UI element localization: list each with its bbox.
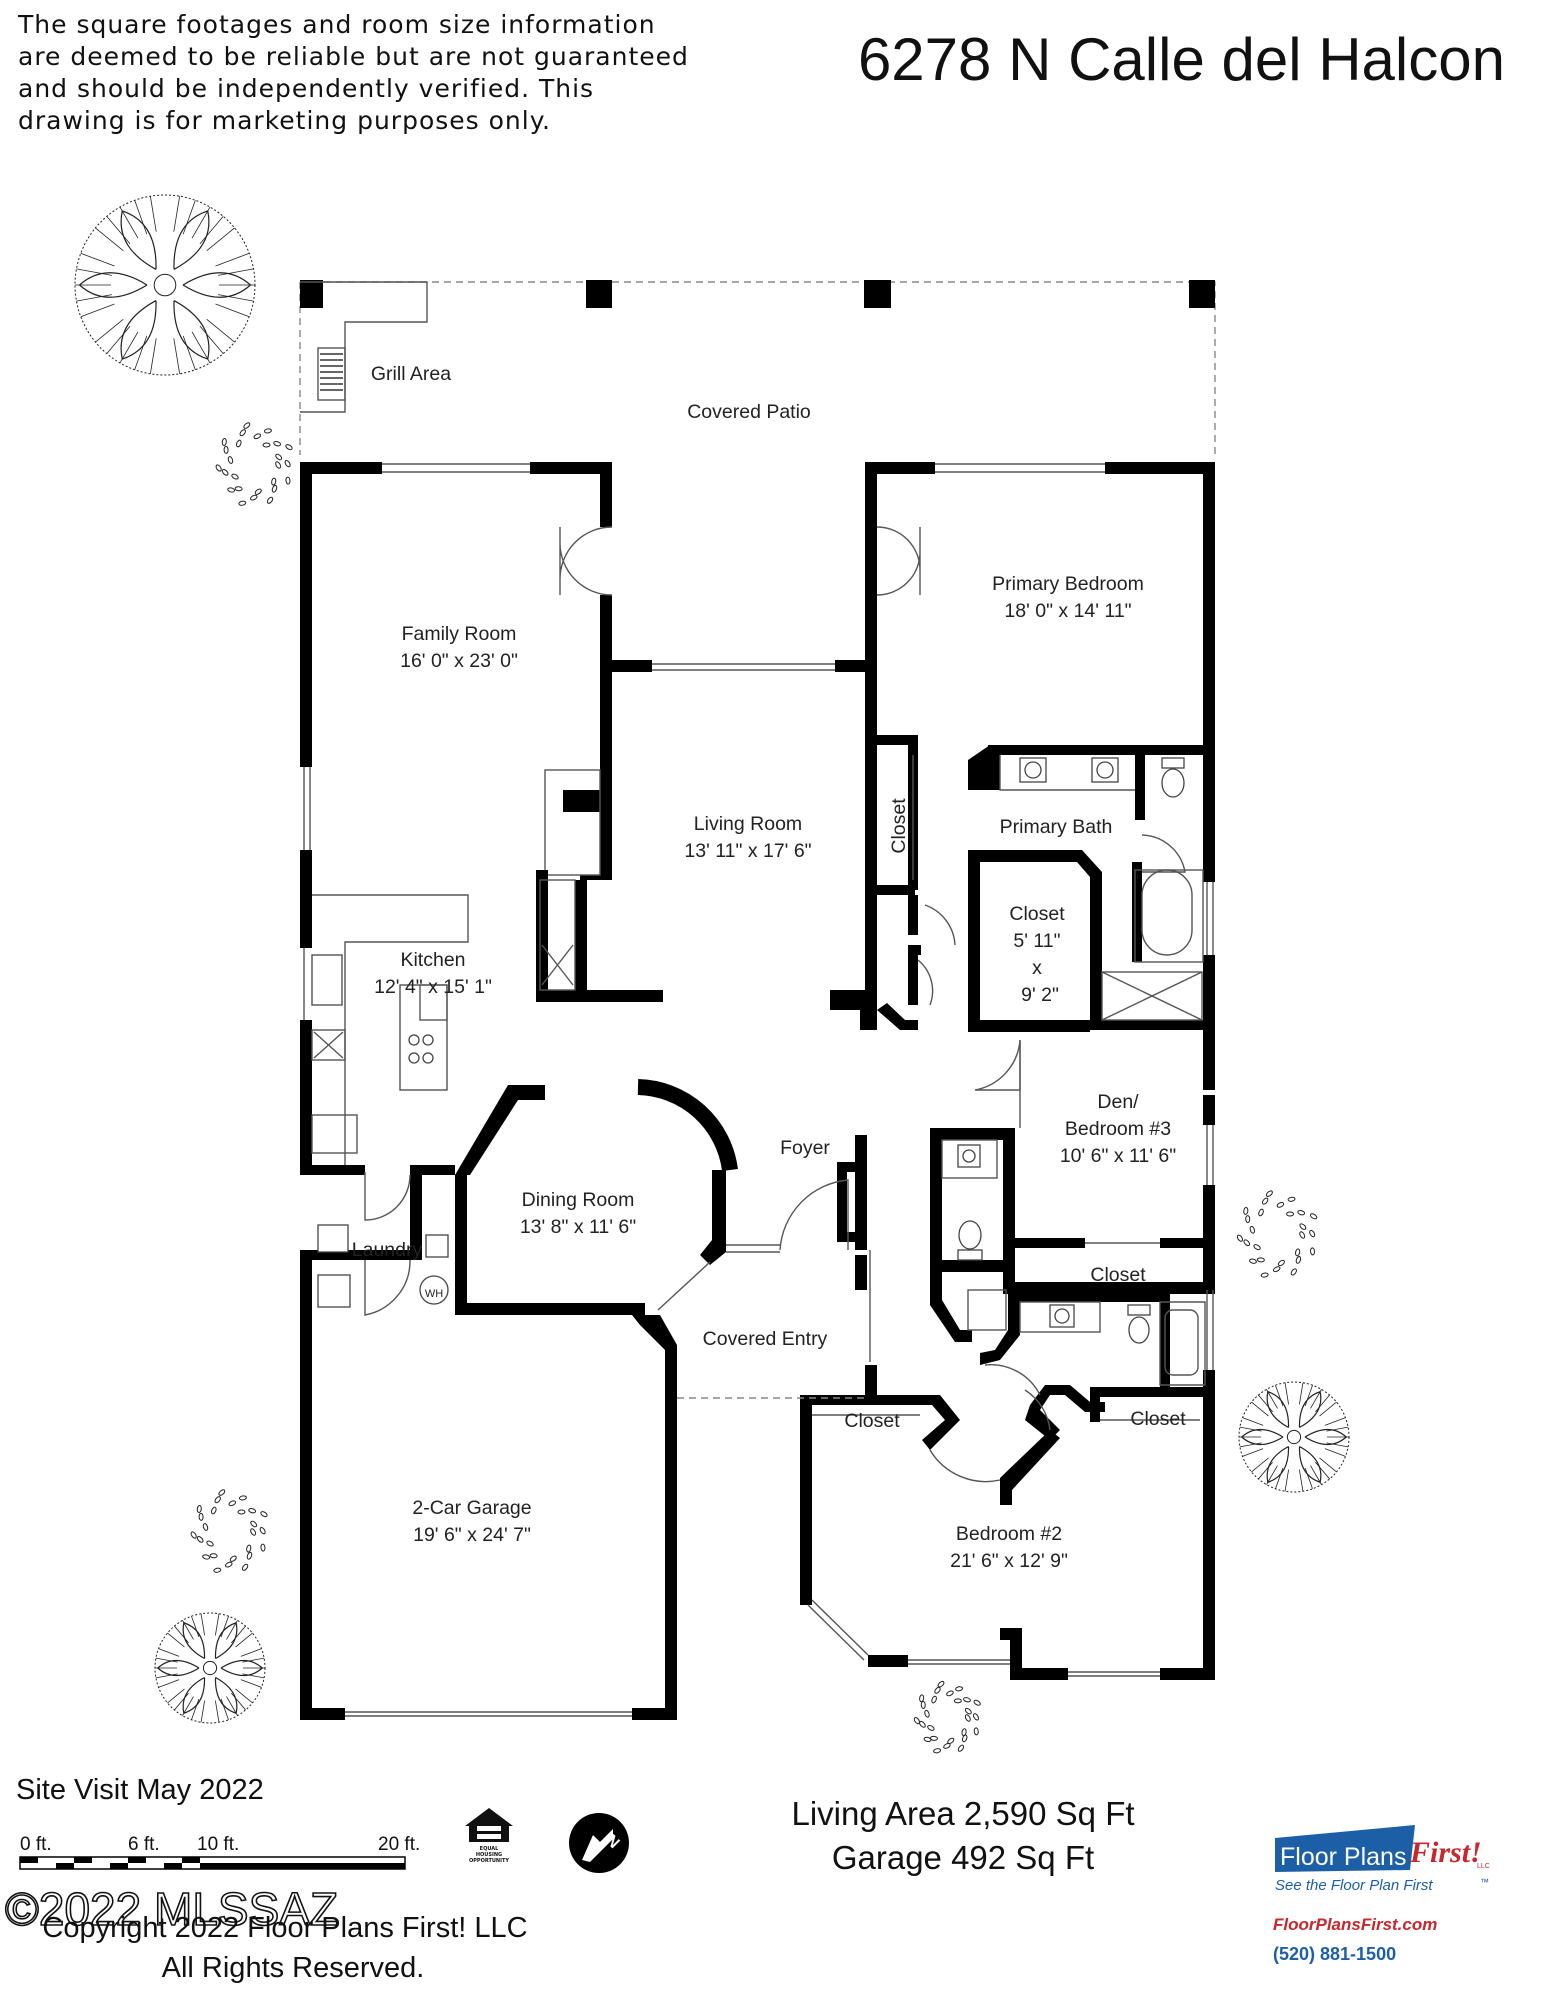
family-room-size: 16' 0" x 23' 0": [400, 650, 518, 672]
floor-plans-first-logo: Floor Plans First! LLC See the Floor Pla…: [1273, 1825, 1490, 1964]
primary-bedroom-label: Primary Bedroom: [992, 573, 1144, 595]
shrub-icon: [215, 422, 293, 506]
covered-patio-label: Covered Patio: [687, 401, 811, 423]
tree-icon: [154, 1612, 266, 1724]
laundry-label: Laundry: [352, 1239, 423, 1261]
disclaimer-line-3: and should be independently verified. Th…: [18, 74, 594, 103]
den-label-2: Bedroom #3: [1065, 1118, 1171, 1140]
scale-label-20: 20 ft.: [378, 1834, 420, 1855]
shrub-icon: [190, 1489, 268, 1573]
address-title: 6278 N Calle del Halcon: [858, 26, 1505, 93]
shrub-icon: [1236, 1190, 1318, 1278]
logo-llc: LLC: [1477, 1863, 1490, 1870]
covered-entry-label: Covered Entry: [703, 1328, 828, 1350]
scale-bar: 0 ft. 6 ft. 10 ft. 20 ft.: [19, 1834, 420, 1870]
toilet-icon: [957, 757, 1185, 1344]
stove-icon: [408, 1034, 434, 1064]
sink-icon: [311, 757, 1119, 1328]
living-room-size: 13' 11" x 17' 6": [684, 840, 811, 862]
primary-closet-dim1: 5' 11": [1013, 930, 1060, 952]
garage-label: 2-Car Garage: [412, 1497, 531, 1519]
logo-phone: (520) 881-1500: [1273, 1944, 1396, 1964]
scale-label-6: 6 ft.: [128, 1834, 160, 1855]
fixtures: [311, 757, 1185, 1344]
room-labels: Grill Area Covered Patio Family Room 16'…: [352, 363, 1186, 1572]
bedroom2-label: Bedroom #2: [956, 1523, 1062, 1545]
covered-patio-outline: [299, 280, 1216, 455]
dining-room-label: Dining Room: [522, 1189, 635, 1211]
primary-closet-label: Closet: [1009, 903, 1065, 925]
grill-counter: [300, 281, 428, 413]
eho-line-3: OPPORTUNITY: [469, 1858, 509, 1864]
disclaimer-line-4: drawing is for marketing purposes only.: [18, 106, 551, 135]
living-area-total: Living Area 2,590 Sq Ft: [791, 1795, 1134, 1832]
bed2-closet-right-label: Closet: [1130, 1408, 1186, 1430]
shrub-icon: [913, 1680, 981, 1754]
logo-tagline: See the Floor Plan First: [1275, 1877, 1433, 1894]
living-closet-label: Closet: [888, 798, 910, 854]
disclaimer: The square footages and room size inform…: [17, 10, 689, 135]
equal-housing-icon: EQUAL HOUSING OPPORTUNITY: [465, 1808, 513, 1864]
logo-first-text: First!: [1409, 1836, 1482, 1869]
logo-tm: ™: [1480, 1877, 1489, 1887]
living-room-label: Living Room: [694, 813, 802, 835]
water-heater-label: WH: [425, 1288, 443, 1300]
den-size: 10' 6" x 11' 6": [1060, 1145, 1176, 1167]
bedroom2-size: 21' 6" x 12' 9": [950, 1550, 1068, 1572]
scale-label-0: 0 ft.: [20, 1834, 52, 1855]
garage-area-total: Garage 492 Sq Ft: [832, 1839, 1094, 1876]
interior-walls: [300, 660, 1215, 1505]
foyer-label: Foyer: [780, 1137, 830, 1159]
north-arrow-icon: N: [569, 1813, 629, 1873]
logo-main-text: Floor Plans: [1280, 1843, 1406, 1871]
laundry-appliances: [317, 1224, 449, 1308]
primary-bedroom-size: 18' 0" x 14' 11": [1004, 600, 1131, 622]
dining-room-size: 13' 8" x 11' 6": [520, 1216, 636, 1238]
kitchen-size: 12' 4" x 15' 1": [374, 976, 492, 998]
primary-bath-label: Primary Bath: [1000, 816, 1113, 838]
tree-icon: [74, 194, 256, 376]
site-visit: Site Visit May 2022: [16, 1774, 264, 1806]
bed2-closet-left-label: Closet: [844, 1410, 900, 1432]
grill-area-label: Grill Area: [371, 363, 451, 385]
kitchen-label: Kitchen: [400, 949, 465, 971]
eho-line-1: EQUAL: [480, 1846, 499, 1852]
logo-url: FloorPlansFirst.com: [1273, 1915, 1437, 1934]
disclaimer-line-1: The square footages and room size inform…: [17, 10, 656, 39]
den-closet-label: Closet: [1090, 1264, 1146, 1286]
rights-line: All Rights Reserved.: [162, 1952, 425, 1984]
copyright-line: Copyright 2022 Floor Plans First! LLC: [42, 1912, 527, 1944]
primary-closet-dim2: 9' 2": [1021, 984, 1059, 1006]
openings: [303, 463, 1214, 1717]
mls-watermark: ©2022 MLSSAZ: [5, 1883, 338, 1935]
garage-size: 19' 6" x 24' 7": [413, 1524, 531, 1546]
primary-closet-x: x: [1032, 957, 1042, 979]
eho-line-2: HOUSING: [476, 1852, 502, 1858]
tree-icon: [1238, 1381, 1350, 1493]
scale-label-10: 10 ft.: [197, 1834, 239, 1855]
family-room-label: Family Room: [402, 623, 517, 645]
den-label: Den/: [1097, 1091, 1139, 1113]
disclaimer-line-2: are deemed to be reliable but are not gu…: [18, 42, 689, 71]
